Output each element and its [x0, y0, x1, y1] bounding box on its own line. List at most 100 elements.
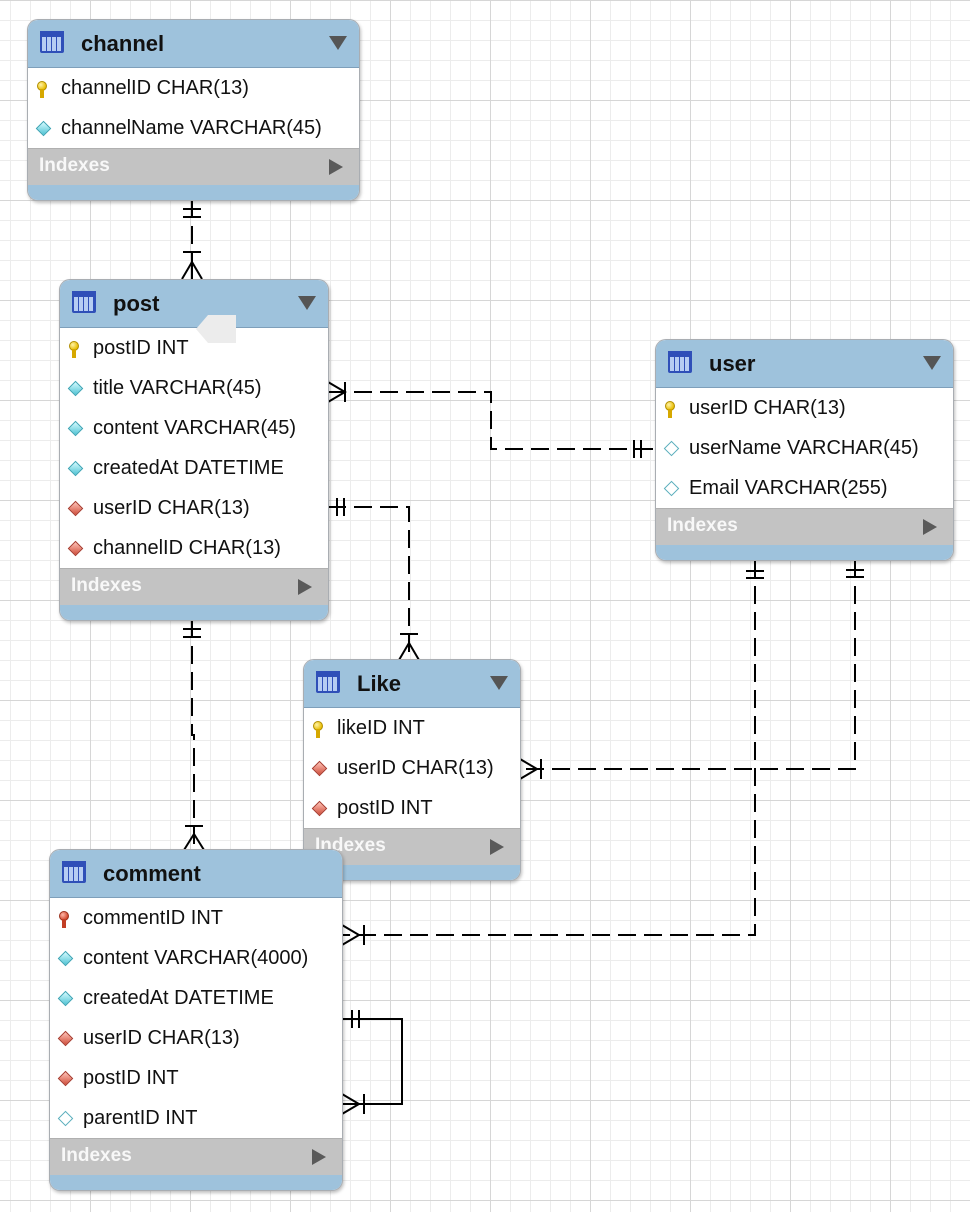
table-post[interactable]: post postID INT title VARCHAR(45) conten… — [59, 279, 329, 621]
table-icon — [62, 861, 86, 883]
table-header[interactable]: user — [656, 340, 953, 388]
column-label: Email VARCHAR(255) — [689, 477, 888, 499]
table-header[interactable]: post — [60, 280, 328, 328]
foreign-key-red-diamond-icon — [67, 500, 84, 517]
column-row[interactable]: title VARCHAR(45) — [60, 368, 328, 408]
column-label: createdAt DATETIME — [93, 457, 284, 479]
table-icon — [40, 31, 64, 53]
expand-arrow-icon[interactable] — [923, 519, 937, 535]
column-row[interactable]: userID CHAR(13) — [60, 488, 328, 528]
column-label: postID INT — [83, 1067, 179, 1089]
indexes-bar[interactable]: Indexes — [50, 1138, 342, 1175]
column-cyan-diamond-icon — [67, 380, 84, 397]
column-label: userID CHAR(13) — [689, 397, 846, 419]
column-row[interactable]: postID INT — [50, 1058, 342, 1098]
column-label: channelName VARCHAR(45) — [61, 117, 322, 139]
table-footer — [50, 1175, 342, 1190]
column-label: title VARCHAR(45) — [93, 377, 262, 399]
collapse-triangle-icon[interactable] — [329, 36, 347, 50]
expand-arrow-icon[interactable] — [490, 839, 504, 855]
column-row[interactable]: userID CHAR(13) — [656, 388, 953, 428]
primary-key-icon — [665, 401, 675, 418]
column-label: createdAt DATETIME — [83, 987, 274, 1009]
column-row[interactable]: userID CHAR(13) — [304, 748, 520, 788]
column-row[interactable]: createdAt DATETIME — [50, 978, 342, 1018]
column-empty-diamond-icon — [663, 440, 680, 457]
table-header[interactable]: comment — [50, 850, 342, 898]
indexes-bar[interactable]: Indexes — [60, 568, 328, 605]
column-row[interactable]: createdAt DATETIME — [60, 448, 328, 488]
column-label: likeID INT — [337, 717, 425, 739]
column-label: channelID CHAR(13) — [93, 537, 281, 559]
table-comment[interactable]: comment commentID INT content VARCHAR(40… — [49, 849, 343, 1191]
collapse-triangle-icon[interactable] — [923, 356, 941, 370]
primary-key-icon — [313, 721, 323, 738]
foreign-key-red-diamond-icon — [57, 1070, 74, 1087]
foreign-key-red-diamond-icon — [311, 760, 328, 777]
column-label: userName VARCHAR(45) — [689, 437, 919, 459]
rel-user-like — [519, 560, 864, 780]
indexes-bar[interactable]: Indexes — [28, 148, 359, 185]
column-cyan-diamond-icon — [57, 950, 74, 967]
column-cyan-diamond-icon — [67, 460, 84, 477]
table-footer — [28, 185, 359, 200]
column-label: userID CHAR(13) — [337, 757, 494, 779]
column-label: content VARCHAR(45) — [93, 417, 297, 439]
column-label: userID CHAR(13) — [83, 1027, 240, 1049]
rel-channel-post — [181, 200, 203, 280]
table-footer — [60, 605, 328, 620]
column-label: userID CHAR(13) — [93, 497, 250, 519]
column-row[interactable]: postID INT — [60, 328, 328, 368]
table-like[interactable]: Like likeID INT userID CHAR(13) postID I… — [303, 659, 521, 881]
foreign-key-red-diamond-icon — [67, 540, 84, 557]
column-row[interactable]: content VARCHAR(4000) — [50, 938, 342, 978]
table-icon — [668, 351, 692, 373]
collapse-triangle-icon[interactable] — [298, 296, 316, 310]
column-label: commentID INT — [83, 907, 224, 929]
table-name: comment — [103, 861, 201, 886]
table-icon — [72, 291, 96, 313]
column-row[interactable]: parentID INT — [50, 1098, 342, 1138]
table-header[interactable]: channel — [28, 20, 359, 68]
indexes-label: Indexes — [667, 515, 738, 536]
indexes-label: Indexes — [39, 155, 110, 176]
column-label: postID INT — [337, 797, 433, 819]
rel-comment-self — [341, 1010, 403, 1115]
column-row[interactable]: userName VARCHAR(45) — [656, 428, 953, 468]
column-cyan-diamond-icon — [57, 990, 74, 1007]
rel-post-comment — [183, 620, 205, 851]
column-row[interactable]: channelName VARCHAR(45) — [28, 108, 359, 148]
primary-key-red-icon — [59, 911, 69, 928]
column-label: channelID CHAR(13) — [61, 77, 249, 99]
collapse-triangle-icon[interactable] — [490, 676, 508, 690]
column-row[interactable]: channelID CHAR(13) — [28, 68, 359, 108]
column-cyan-diamond-icon — [67, 420, 84, 437]
column-label: parentID INT — [83, 1107, 198, 1129]
table-header[interactable]: Like — [304, 660, 520, 708]
table-user[interactable]: user userID CHAR(13) userName VARCHAR(45… — [655, 339, 954, 561]
column-row[interactable]: postID INT — [304, 788, 520, 828]
table-name: channel — [81, 31, 165, 56]
table-name: Like — [357, 671, 402, 696]
foreign-key-red-diamond-icon — [57, 1030, 74, 1047]
indexes-bar[interactable]: Indexes — [656, 508, 953, 545]
column-row[interactable]: likeID INT — [304, 708, 520, 748]
primary-key-icon — [37, 81, 47, 98]
table-icon — [316, 671, 340, 693]
expand-arrow-icon[interactable] — [329, 159, 343, 175]
column-row[interactable]: Email VARCHAR(255) — [656, 468, 953, 508]
primary-key-icon — [69, 341, 79, 358]
column-row[interactable]: content VARCHAR(45) — [60, 408, 328, 448]
rel-user-post — [327, 381, 656, 458]
foreign-key-red-diamond-icon — [311, 800, 328, 817]
expand-arrow-icon[interactable] — [298, 579, 312, 595]
column-empty-diamond-icon — [57, 1110, 74, 1127]
table-channel[interactable]: channel channelID CHAR(13) channelName V… — [27, 19, 360, 201]
expand-arrow-icon[interactable] — [312, 1149, 326, 1165]
column-row[interactable]: channelID CHAR(13) — [60, 528, 328, 568]
indexes-label: Indexes — [71, 575, 142, 596]
column-cyan-diamond-icon — [35, 120, 52, 137]
column-row[interactable]: commentID INT — [50, 898, 342, 938]
column-row[interactable]: userID CHAR(13) — [50, 1018, 342, 1058]
column-empty-diamond-icon — [663, 480, 680, 497]
